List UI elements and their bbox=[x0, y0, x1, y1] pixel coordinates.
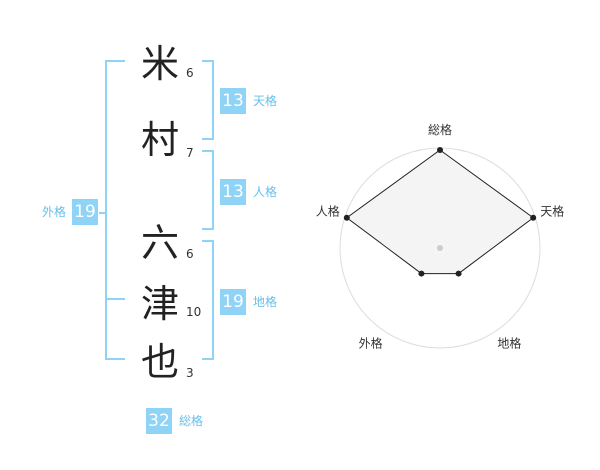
tenkaku-bracket-vertical bbox=[212, 60, 214, 140]
radar-polygon bbox=[345, 149, 535, 275]
name-char-1: 米 bbox=[140, 42, 179, 86]
soukaku-label: 総格 bbox=[179, 414, 204, 428]
gaikaku-bracket-vertical bbox=[105, 60, 107, 360]
radar-axis-label-2: 地格 bbox=[497, 335, 521, 350]
gaikaku-bracket-mid bbox=[105, 298, 125, 300]
name-char-2: 村 bbox=[140, 118, 179, 162]
tenkaku-bracket-top bbox=[202, 60, 214, 62]
stroke-count-1: 6 bbox=[186, 66, 194, 80]
radar-axis-label-4: 人格 bbox=[316, 204, 340, 219]
chikaku-bracket-vertical bbox=[212, 240, 214, 360]
chikaku-label: 地格 bbox=[253, 295, 278, 309]
radar-point-0 bbox=[437, 147, 443, 153]
name-char-3: 六 bbox=[140, 221, 179, 265]
jinkaku-bracket-top bbox=[202, 150, 214, 152]
radar-center-dot bbox=[437, 245, 443, 251]
gaikaku-connector bbox=[99, 212, 105, 214]
gaikaku-badge: 19 bbox=[72, 199, 98, 225]
tenkaku-label: 天格 bbox=[253, 94, 278, 108]
stroke-count-2: 7 bbox=[186, 146, 194, 160]
soukaku-badge: 32 bbox=[146, 408, 172, 434]
radar-point-2 bbox=[455, 270, 462, 277]
radar-points bbox=[343, 147, 537, 277]
radar-axis-label-1: 天格 bbox=[540, 204, 564, 219]
radar-point-4 bbox=[343, 214, 350, 221]
tenkaku-badge: 13 bbox=[220, 88, 246, 114]
radar-point-3 bbox=[418, 270, 425, 277]
chikaku-bracket-bottom bbox=[202, 358, 214, 360]
gaikaku-label: 外格 bbox=[42, 205, 67, 219]
jinkaku-bracket-bottom bbox=[202, 228, 214, 230]
radar-axis-label-3: 外格 bbox=[359, 335, 383, 350]
radar-point-1 bbox=[530, 214, 537, 221]
jinkaku-badge: 13 bbox=[220, 179, 246, 205]
stroke-count-5: 3 bbox=[186, 366, 194, 380]
tenkaku-bracket-bottom bbox=[202, 138, 214, 140]
jinkaku-label: 人格 bbox=[253, 185, 278, 199]
chikaku-bracket-top bbox=[202, 240, 214, 242]
radar-axis-label-0: 総格 bbox=[428, 122, 452, 137]
stroke-count-3: 6 bbox=[186, 247, 194, 261]
chikaku-badge: 19 bbox=[220, 289, 246, 315]
name-char-5: 也 bbox=[140, 340, 179, 384]
jinkaku-bracket-vertical bbox=[212, 150, 214, 230]
gaikaku-bracket-bottom bbox=[105, 358, 125, 360]
name-char-4: 津 bbox=[140, 282, 179, 326]
stroke-count-4: 10 bbox=[186, 305, 202, 319]
gaikaku-bracket-top bbox=[105, 60, 125, 62]
